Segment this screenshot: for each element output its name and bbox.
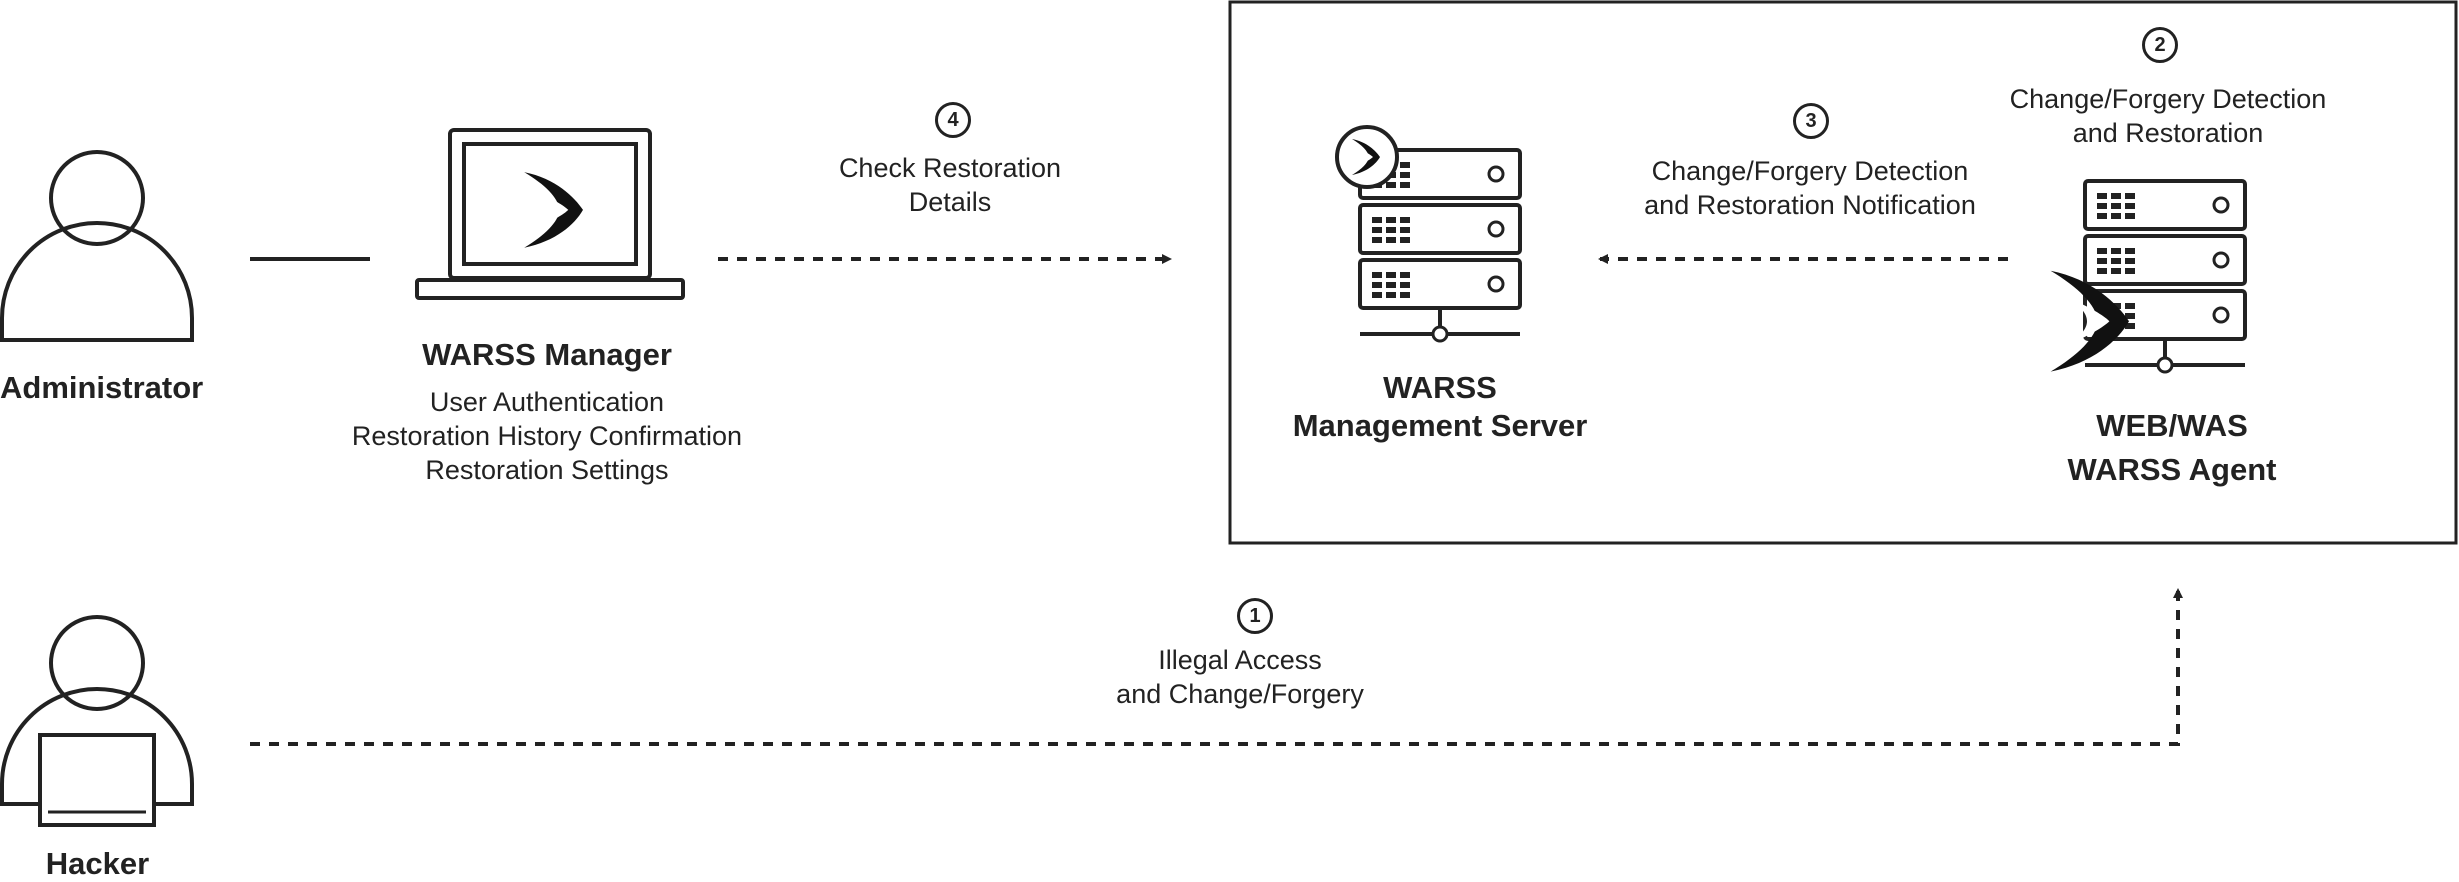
warss-logo-icon [524, 172, 583, 248]
administrator-label: Administrator [0, 370, 204, 405]
agent-logo-icon [2050, 270, 2129, 372]
step-3-line2: and Restoration Notification [1644, 190, 1976, 220]
management-server-icon [1335, 125, 1522, 343]
step-4-badge: 4 [935, 102, 971, 138]
server-zone-box [1228, 0, 2458, 545]
server-title-line2: Management Server [1292, 408, 1588, 443]
laptop-icon [415, 128, 685, 300]
administrator-icon [0, 150, 194, 342]
step-3-line1: Change/Forgery Detection [1651, 156, 1969, 186]
hacker-label: Hacker [45, 846, 150, 881]
manager-feature-1: User Authentication [429, 387, 665, 417]
server-title-line1: WARSS [1383, 370, 1497, 405]
step-2-line1: Change/Forgery Detection [2009, 84, 2327, 114]
step-4-line2: Details [908, 187, 992, 217]
agent-server-icon [2083, 179, 2247, 374]
step-1-badge: 1 [1237, 598, 1273, 634]
manager-title: WARSS Manager [422, 337, 672, 372]
step-1-line1: Illegal Access [1158, 645, 1322, 675]
manager-feature-2: Restoration History Confirmation [351, 421, 743, 451]
manager-feature-3: Restoration Settings [425, 455, 669, 485]
step-2-line2: and Restoration [2072, 118, 2264, 148]
agent-title-line1: WEB/WAS [2096, 408, 2248, 443]
step-4-line1: Check Restoration [838, 153, 1062, 183]
step-1-line2: and Change/Forgery [1116, 679, 1364, 709]
agent-title-line2: WARSS Agent [2067, 452, 2277, 487]
arrow-step-1 [250, 588, 2183, 746]
hacker-icon [0, 615, 194, 827]
step-3-badge: 3 [1793, 103, 1829, 139]
step-2-badge: 2 [2142, 27, 2178, 63]
